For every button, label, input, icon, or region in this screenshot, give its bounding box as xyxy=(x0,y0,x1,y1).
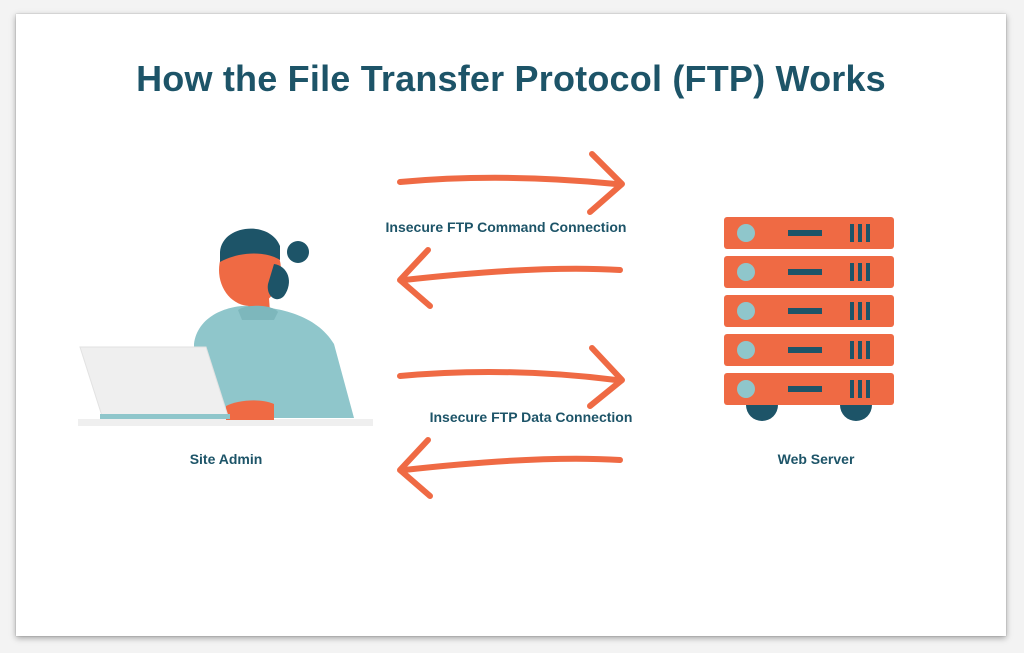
data-connection-label: Insecure FTP Data Connection xyxy=(429,409,633,425)
server-light-icon xyxy=(737,263,755,281)
server-foot-left xyxy=(746,405,778,421)
server-unit xyxy=(724,217,894,249)
server-unit xyxy=(724,256,894,288)
desk xyxy=(78,419,373,426)
person-hair-bun xyxy=(287,241,309,263)
server-light-icon xyxy=(737,302,755,320)
command-connection-label: Insecure FTP Command Connection xyxy=(385,219,627,235)
data-arrow-to-server xyxy=(397,345,625,409)
data-arrow-to-admin xyxy=(397,437,623,499)
person-collar xyxy=(238,305,278,320)
person-torso xyxy=(194,305,354,418)
server-unit xyxy=(724,334,894,366)
person-hair xyxy=(220,228,280,262)
command-arrow-to-server xyxy=(397,151,625,215)
page-title: How the File Transfer Protocol (FTP) Wor… xyxy=(136,58,886,99)
server-unit xyxy=(724,373,894,405)
server-light-icon xyxy=(737,341,755,359)
command-arrow-to-admin xyxy=(397,247,623,309)
server-foot-right xyxy=(840,405,872,421)
site-admin-icon xyxy=(78,228,373,426)
web-server-icon xyxy=(724,217,894,421)
person-hand xyxy=(226,400,274,420)
site-admin-label: Site Admin xyxy=(189,451,263,467)
person-back-hair xyxy=(267,264,289,300)
server-light-icon xyxy=(737,380,755,398)
diagram-card: How the File Transfer Protocol (FTP) Wor… xyxy=(16,14,1006,636)
web-server-label: Web Server xyxy=(777,451,855,467)
server-unit xyxy=(724,295,894,327)
server-light-icon xyxy=(737,224,755,242)
laptop xyxy=(79,346,229,417)
diagram-artwork xyxy=(78,151,894,499)
laptop-base xyxy=(100,414,230,419)
